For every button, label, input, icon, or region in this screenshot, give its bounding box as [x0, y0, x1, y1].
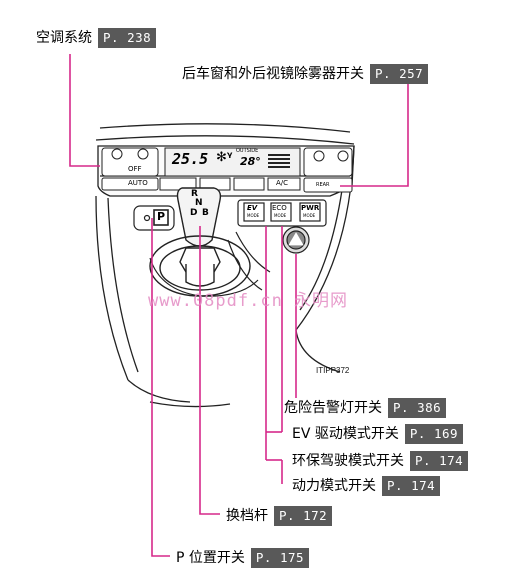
rear-defogger-button[interactable]: REAR [316, 182, 330, 188]
callout-label: 空调系统 [36, 30, 92, 46]
eco-mode-sub: MODE [274, 213, 287, 218]
callout-label: 环保驾驶模式开关 [292, 453, 404, 469]
off-button[interactable]: OFF [128, 165, 142, 173]
ac-button[interactable]: A/C [276, 179, 289, 187]
callout-eco-mode-switch: 环保驾驶模式开关 P. 174 [292, 451, 469, 471]
callout-label: 动力模式开关 [292, 478, 376, 494]
watermark: www.08pdf.cn 永明网 [148, 291, 349, 311]
gear-d: D [190, 208, 198, 218]
p-position-button[interactable]: P [157, 210, 166, 223]
gear-n: N [195, 198, 203, 208]
page-reference[interactable]: P. 174 [382, 476, 441, 496]
callout-label: 危险告警灯开关 [284, 400, 382, 416]
page-reference[interactable]: P. 257 [370, 64, 429, 84]
temp-display: 25.5 [172, 150, 209, 168]
outside-temp: 28° [240, 155, 261, 168]
eco-mode-button[interactable]: ECO [272, 204, 287, 212]
gear-b: B [202, 208, 209, 218]
fan-icon: ✻ᵞ [216, 150, 233, 165]
leader-lines [69, 54, 409, 557]
callout-p-position-switch: P 位置开关 P. 175 [176, 548, 310, 568]
page-reference[interactable]: P. 386 [388, 398, 447, 418]
pwr-mode-button[interactable]: PWR [301, 204, 320, 212]
callout-shift-lever: 换档杆 P. 172 [226, 506, 333, 526]
gear-r: R [191, 189, 198, 199]
page-reference[interactable]: P. 169 [404, 424, 464, 444]
ev-mode-button[interactable]: EV [247, 204, 258, 212]
page-reference[interactable]: P. 175 [250, 548, 310, 568]
callout-climate-switches: 空调系统 P. 238 [36, 28, 157, 48]
outside-label: OUTSIDE [236, 148, 259, 154]
callout-label: 换档杆 [226, 508, 268, 524]
callout-power-mode-switch: 动力模式开关 P. 174 [292, 476, 441, 496]
callout-label: EV 驱动模式开关 [292, 426, 399, 442]
callout-label: P 位置开关 [176, 550, 245, 566]
page-reference[interactable]: P. 172 [274, 506, 333, 526]
callout-hazard-switch: 危险告警灯开关 P. 386 [284, 398, 447, 418]
callout-ev-mode-switch: EV 驱动模式开关 P. 169 [292, 424, 464, 444]
page-reference[interactable]: P. 238 [98, 28, 157, 48]
auto-button[interactable]: AUTO [128, 179, 148, 187]
callout-label: 后车窗和外后视镜除雾器开关 [182, 66, 364, 82]
callout-defogger-switch: 后车窗和外后视镜除雾器开关 P. 257 [182, 64, 429, 84]
page-reference[interactable]: P. 174 [410, 451, 469, 471]
figure-id: ITIPP372 [316, 366, 350, 375]
ev-mode-sub: MODE [247, 213, 260, 218]
pwr-mode-sub: MODE [303, 213, 316, 218]
